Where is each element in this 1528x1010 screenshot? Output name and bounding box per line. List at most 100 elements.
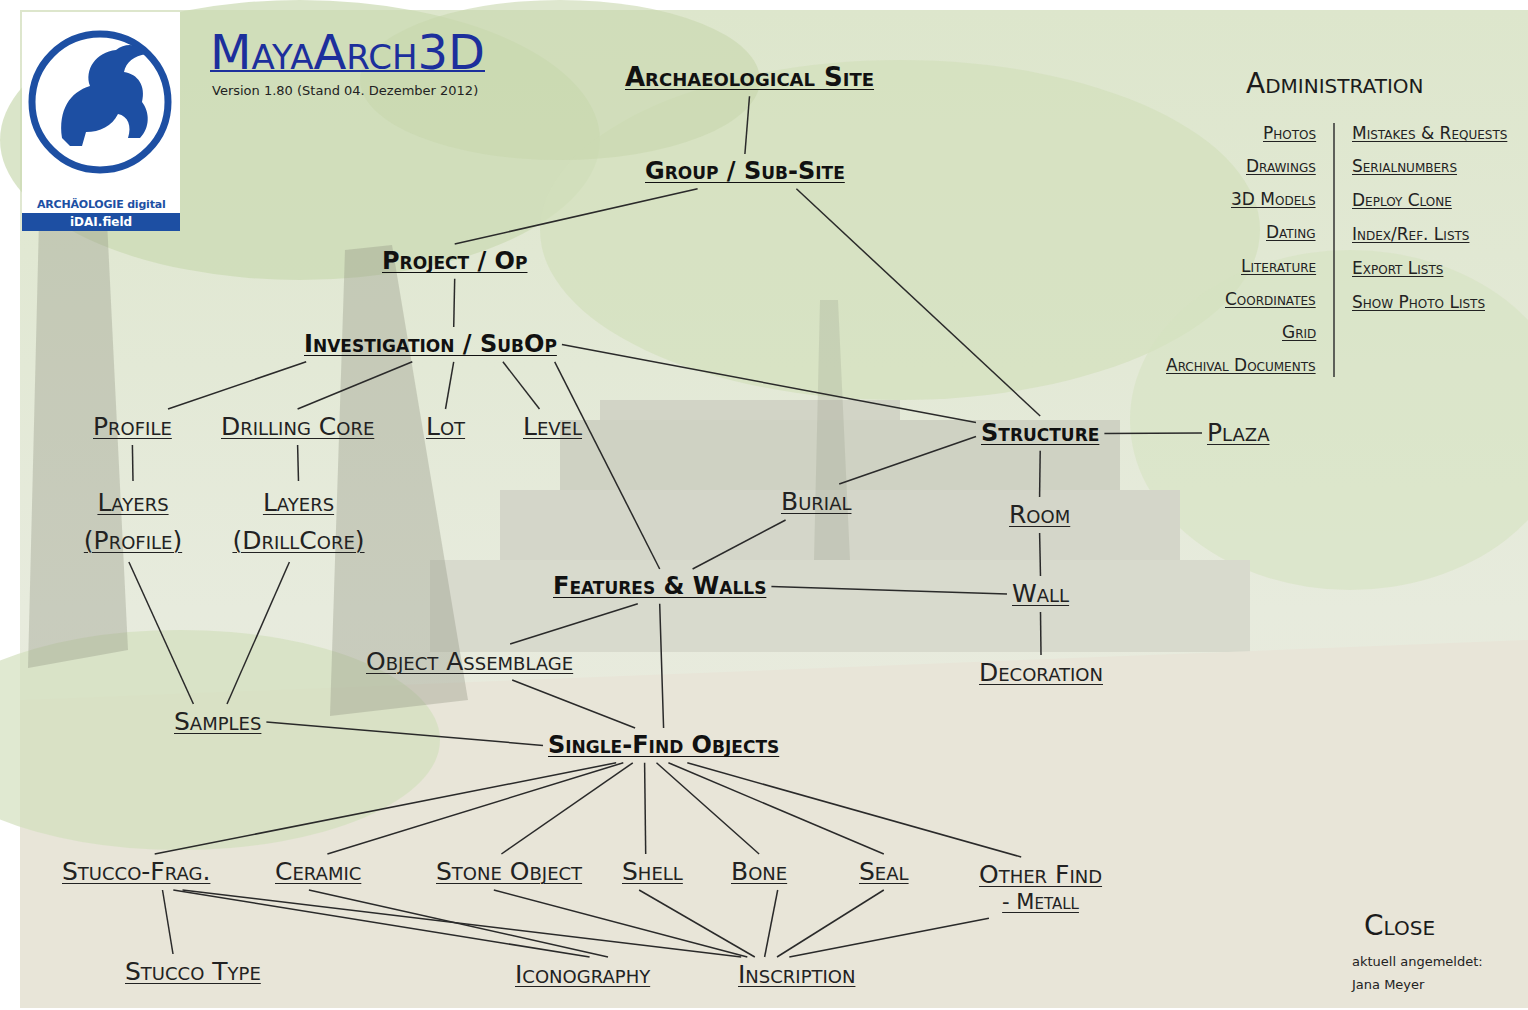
entity-name: Stucco-Frag. [62,857,210,887]
entity-name: Samples [174,707,261,737]
entity-heading: Group / Sub-Site [642,156,848,187]
entity-heading: Single-Find Objects [545,730,782,761]
admin-link: Coordinates [1225,289,1316,309]
connector-line [297,445,299,481]
connector-line [777,890,884,957]
connector-line [660,604,664,728]
entity-name: Stucco Type [125,957,261,987]
connector-line [771,586,1007,594]
entity-heading: Investigation / SubOp [301,329,560,360]
entity-heading: Features & Walls [550,571,769,602]
entity-name: Profile [93,412,172,442]
entity-link: Layers (Profile) [65,483,201,560]
entity-link: Drilling Core [218,411,377,443]
entity-name: Stone Object [436,857,582,887]
entity-link: Other Find- Metall [976,859,1105,916]
admin-link: Index/Ref. Lists [1352,224,1469,244]
logo-text: iDAI.field [70,215,132,229]
logo-band [22,196,180,213]
entity-name: Single-Find Objects [548,731,779,760]
status-text: Jana Meyer [1352,977,1424,993]
entity-heading: Archaeological Site [622,61,877,94]
entity-name: Shell [622,857,683,887]
entity-name: Project / Op [382,247,527,276]
entity-link: Stone Object [433,856,585,888]
connector-line [298,362,413,409]
connector-line [455,189,698,244]
entity-name: Decoration [979,658,1103,688]
connector-line [454,279,455,327]
connector-line [1104,432,1202,434]
entity-link: Inscription [735,959,858,991]
entity-name: Drilling Core [221,412,374,442]
connector-line [227,562,289,704]
connector-line [494,890,748,957]
entity-name: Ceramic [275,857,361,887]
connector-line [555,362,660,569]
entity-link: Lot [423,411,468,443]
connector-line [266,722,543,745]
entity-name: Layers (Profile) [68,484,198,559]
entity-name: Object Assemblage [366,647,573,677]
admin-link: Grid [1282,322,1316,342]
tree-trunk [330,245,468,716]
entity-link: Layers (DrillCore) [208,483,389,560]
connector-line [327,763,623,854]
admin-link: 3D Models [1231,189,1316,209]
admin-link: Archival Documents [1166,355,1316,375]
connector-line [639,890,755,957]
entity-name: Room [1009,500,1070,530]
connector-line [501,763,632,854]
entity-name: Lot [426,412,465,442]
foliage [1130,250,1528,590]
entity-link: Stucco-Frag. [59,856,213,888]
admin-link: Mistakes & Requests [1352,123,1507,143]
connector-line [512,680,635,728]
connector-line [693,520,786,569]
entity-link: Plaza [1204,417,1272,449]
entity-name: Level [523,412,582,442]
connector-line [1039,533,1041,576]
entity-link: Decoration [976,657,1106,689]
entity-link: Profile [90,411,175,443]
admin-link: Show Photo Lists [1352,292,1485,312]
logo-band [22,213,180,231]
entity-name: Seal [859,857,909,887]
entity-link: Samples [171,706,264,738]
connector-line [657,763,760,854]
entity-link: Object Assemblage [363,646,576,678]
entity-name: Burial [781,487,851,517]
entity-heading: Structure [978,418,1102,449]
pyramid-step [600,400,900,422]
entity-name: Archaeological Site [625,62,874,93]
entity-name: Other Find [979,860,1102,890]
connector-line [745,96,750,154]
entity-name: Features & Walls [553,572,766,601]
entity-name: Structure [981,419,1099,448]
entity-link: Seal [856,856,912,888]
admin-link: Export Lists [1352,258,1443,278]
connector-line [765,890,778,957]
entity-link: Stucco Type [122,956,264,988]
entity-heading: Project / Op [379,246,530,277]
connector-line [1039,451,1041,497]
entity-name: Plaza [1207,418,1269,448]
entity-name: Inscription [738,960,855,990]
entity-link: Bone [728,856,790,888]
connector-line [1040,612,1042,655]
connector-line [839,437,976,485]
entity-link: Shell [619,856,686,888]
entity-link: Level [520,411,585,443]
entity-link: Iconography [512,959,653,991]
pyramid-step [430,560,1250,652]
entity-link: Room [1006,499,1073,531]
panel-heading: Administration [1246,67,1424,101]
connector-line [163,890,174,954]
admin-link: Drawings [1246,156,1316,176]
connector-line [155,763,617,854]
entity-link: Burial [778,486,854,518]
admin-link: Serialnumbers [1352,156,1457,176]
logo-box [22,12,180,196]
version-note: Version 1.80 (Stand 04. Dezember 2012) [212,83,478,99]
connector-line [503,362,540,409]
